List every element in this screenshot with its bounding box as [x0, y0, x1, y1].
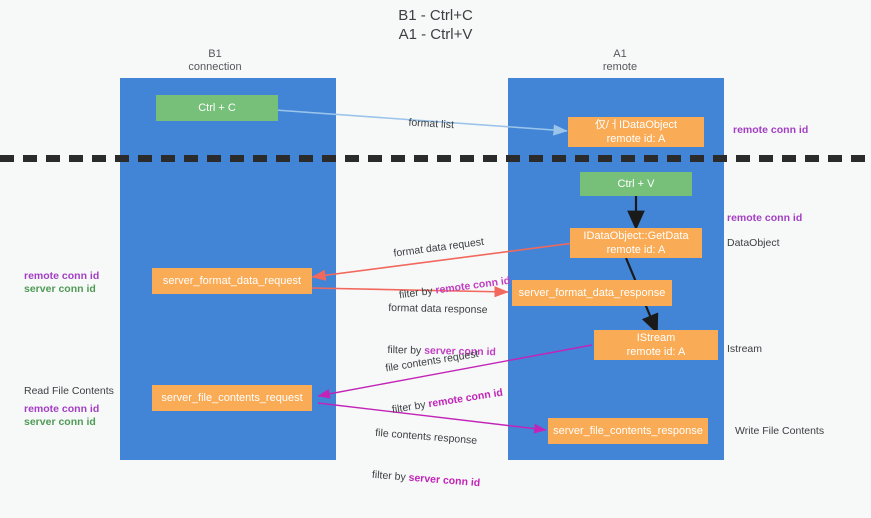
annotation-dataobject: DataObject [727, 237, 780, 249]
node-idataobject-remote[interactable]: 仅/ㅓIDataObject remote id: A [568, 117, 704, 147]
section-divider [0, 155, 871, 162]
annotation-remote-conn-id-mid: remote conn id [727, 212, 803, 224]
node-server-file-contents-request[interactable]: server_file_contents_request [152, 385, 312, 411]
node-ctrl-c[interactable]: Ctrl + C [156, 95, 278, 121]
edge-label-format-data-request-text: format data request [392, 235, 485, 260]
page-title: B1 - Ctrl+C A1 - Ctrl+V [398, 7, 473, 43]
filter-key: server conn id [408, 471, 481, 490]
annotation-read-file-contents: Read File Contents [24, 385, 114, 397]
node-idataobject-getdata[interactable]: IDataObject::GetData remote id: A [570, 228, 702, 258]
column-header-a1: A1 remote [602, 48, 638, 73]
annotation-istream: Istream [727, 343, 763, 355]
edge-label-file-contents-response-filter: filter by server conn id [371, 468, 480, 490]
column-header-b1: B1 connection [188, 48, 242, 73]
node-server-format-data-response[interactable]: server_format_data_response [512, 280, 672, 306]
edge-label-file-contents-response: file contents response filter by server … [369, 398, 486, 518]
node-istream-remote[interactable]: IStream remote id: A [594, 330, 718, 360]
edge-label-file-contents-response-text: file contents response [374, 426, 478, 447]
annotation-write-file-contents: Write File Contents [735, 425, 825, 437]
edge-label-format-list: format list [396, 101, 455, 146]
annotation-bot-server-conn-id: server conn id [24, 416, 96, 428]
diagram-canvas: B1 - Ctrl+C A1 - Ctrl+V B1 connection A1… [0, 7, 871, 490]
annotation-bot-remote-conn-id: remote conn id [24, 403, 100, 415]
filter-prefix: filter by [371, 468, 410, 484]
annotation-remote-conn-id-top: remote conn id [733, 124, 809, 136]
annotation-mid-server-conn-id: server conn id [24, 283, 96, 295]
annotation-mid-remote-conn-id: remote conn id [24, 270, 100, 282]
node-ctrl-v[interactable]: Ctrl + V [580, 172, 692, 196]
edge-label-format-list-text: format list [408, 116, 455, 132]
edge-label-format-data-response-text: format data response [388, 301, 488, 317]
node-server-format-data-request[interactable]: server_format_data_request [152, 268, 312, 294]
edge-label-file-contents-request-text: file contents request [384, 347, 480, 375]
node-server-file-contents-response[interactable]: server_file_contents_response [548, 418, 708, 444]
